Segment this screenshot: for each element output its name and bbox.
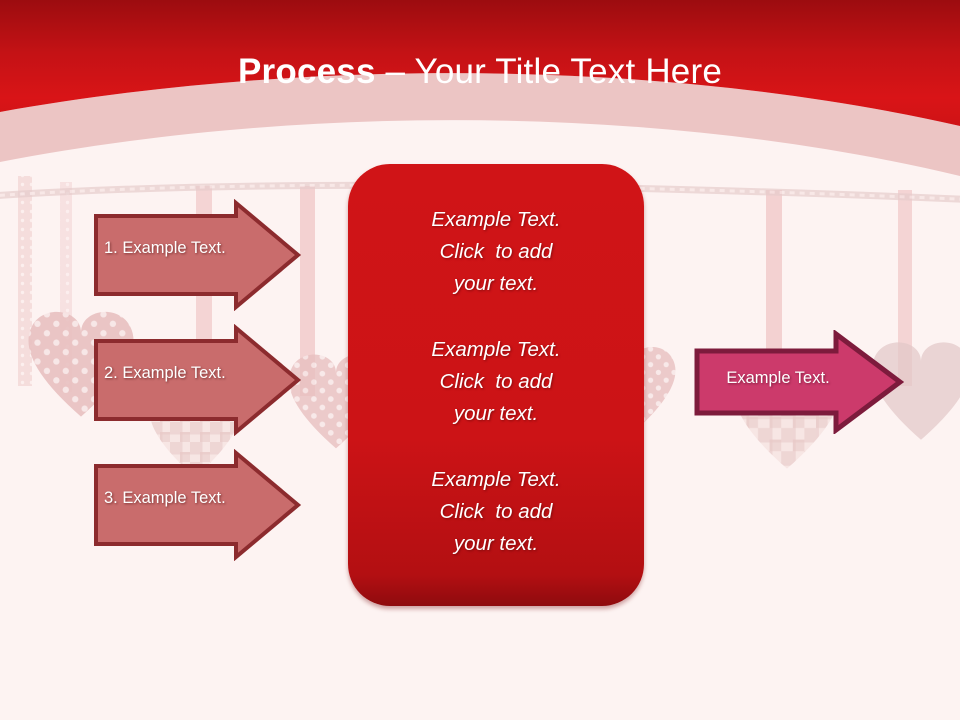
panel-text-line: your text. [453,532,539,555]
step-arrow-2[interactable]: 2. Example Text. [92,324,302,436]
panel-text-line: Click to add [439,240,553,263]
step-arrow-1[interactable]: 1. Example Text. [92,199,302,311]
panel-text-block-3[interactable]: Example Text. Click to add your text. [348,464,644,560]
panel-spacer [348,430,644,464]
panel-text-block-1[interactable]: Example Text. Click to add your text. [348,204,644,300]
arrow-shape-icon [94,324,302,436]
arrow-shape-icon [94,199,302,311]
outcome-arrow[interactable]: Example Text. [694,330,904,434]
page-title-strong: Process [238,52,376,91]
page-title-rest: – Your Title Text Here [375,52,722,91]
panel-text-line: Example Text. [431,338,561,361]
center-process-panel[interactable]: Example Text. Click to add your text. Ex… [348,164,644,606]
arrow-shape-icon [694,330,904,434]
panel-text-line: Click to add [439,500,553,523]
step-arrow-3-label: 3. Example Text. [104,489,226,507]
step-arrow-1-label: 1. Example Text. [104,239,226,257]
panel-text-line: your text. [453,272,539,295]
panel-text-line: your text. [453,402,539,425]
page-title: Process – Your Title Text Here [0,50,960,94]
panel-text-line: Example Text. [431,468,561,491]
panel-text-line: Click to add [439,370,553,393]
step-arrow-3[interactable]: 3. Example Text. [92,449,302,561]
panel-text-line: Example Text. [431,208,561,231]
outcome-arrow-label: Example Text. [726,369,830,387]
panel-spacer [348,300,644,334]
panel-text-block-2[interactable]: Example Text. Click to add your text. [348,334,644,430]
arrow-shape-icon [94,449,302,561]
step-arrow-2-label: 2. Example Text. [104,364,226,382]
